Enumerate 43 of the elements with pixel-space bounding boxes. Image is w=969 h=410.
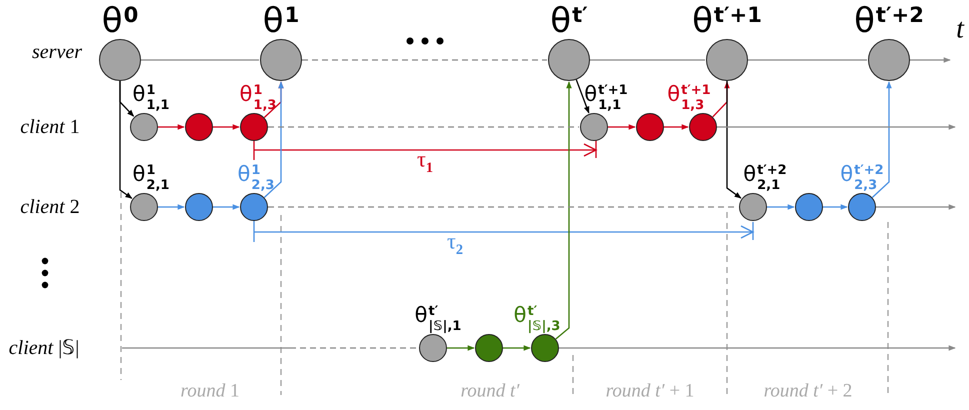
arrow <box>158 204 185 210</box>
timeline <box>268 126 579 128</box>
arrow <box>608 124 636 130</box>
delay-label: τ$_{1}$ <box>417 147 433 177</box>
round-label: round t′ + 1 <box>606 382 694 402</box>
parameter-label: θ$^{t′+1}$ <box>692 4 762 38</box>
arrow <box>767 204 795 210</box>
timeline <box>559 345 956 351</box>
arrow <box>503 345 531 351</box>
round-label: round t′ + 2 <box>764 382 852 402</box>
arrow <box>712 81 730 118</box>
arrow <box>264 81 284 198</box>
parameter-label: θ$^{0}$ <box>102 4 138 38</box>
parameter-label: θ$^{t′+2}$ <box>854 4 924 38</box>
row-label: server <box>32 41 82 63</box>
row-label: client 1 <box>20 116 80 138</box>
timeline <box>141 59 259 61</box>
arrow <box>213 124 240 130</box>
timeline <box>290 347 418 349</box>
arrow <box>447 345 475 351</box>
row-label: client |𝕊| <box>8 337 80 359</box>
timeline <box>302 59 547 61</box>
timeline <box>876 204 956 210</box>
arrow <box>555 81 572 340</box>
parameter-label: θ$^{1}$ <box>262 4 300 38</box>
round-label: round t′ <box>460 382 520 402</box>
arrow <box>726 81 742 199</box>
arrow <box>119 81 132 199</box>
axis-label: t <box>956 14 964 46</box>
arrow <box>576 79 590 114</box>
arrow <box>872 81 892 198</box>
arrow <box>823 204 848 210</box>
timeline <box>748 59 867 61</box>
timeline <box>590 59 705 61</box>
row-label: client 2 <box>20 196 80 218</box>
arrow <box>213 204 240 210</box>
arrow <box>158 124 185 130</box>
round-label: round 1 <box>180 382 240 402</box>
timeline <box>910 57 951 63</box>
delay-label: τ$_{2}$ <box>447 229 463 259</box>
timeline <box>717 124 956 130</box>
arrow <box>664 124 689 130</box>
parameter-label: θ$^{t′}$ <box>550 4 588 38</box>
